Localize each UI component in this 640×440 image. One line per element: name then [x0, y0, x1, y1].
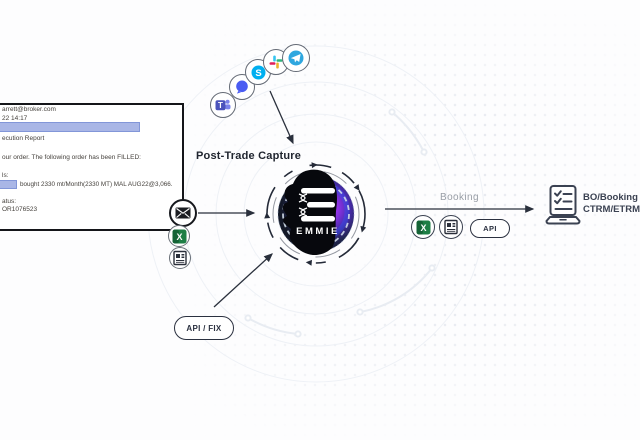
envelope-icon [175, 207, 191, 219]
svg-text:S: S [255, 68, 261, 79]
email-source-node[interactable] [169, 199, 197, 227]
api-fix-label: API / FIX [186, 323, 222, 333]
email-window: arrett@broker.com 22 14:17 ecution Repor… [0, 103, 184, 231]
email-from: arrett@broker.com [2, 106, 56, 113]
chat-bubble-icon [236, 80, 248, 94]
redacted-account-bar [0, 180, 17, 189]
booking-excel-node[interactable]: X [411, 215, 435, 239]
svg-text:X: X [176, 232, 182, 242]
bo-booking-target-label: BO/Booking CTRM/ETRM [583, 192, 640, 215]
telegram-icon [288, 50, 304, 66]
telegram-node[interactable] [282, 44, 310, 72]
circuit-traces [244, 108, 436, 338]
api-fix-pill[interactable]: API / FIX [174, 316, 234, 340]
email-fill-line: bought 2330 mt/Month(2330 MT) MAL AUG22@… [20, 181, 173, 188]
redacted-subject-bar [0, 122, 140, 132]
booking-label: Booking [440, 192, 479, 203]
svg-text:X: X [420, 223, 426, 233]
document-icon [444, 219, 458, 235]
excel-source-node[interactable]: X [168, 225, 190, 247]
teams-icon: T [215, 99, 231, 111]
emmie-wordmark: EMMIE [296, 226, 340, 237]
excel-icon: X [416, 220, 430, 234]
skype-icon: S [251, 65, 265, 79]
email-time: 22 14:17 [2, 115, 28, 122]
email-intro: our order. The following order has been … [2, 154, 141, 161]
svg-text:T: T [218, 101, 223, 110]
email-status-label: atus: [2, 198, 17, 205]
bo-booking-line2: CTRM/ETRM [583, 203, 640, 215]
email-subject: ecution Report [2, 135, 45, 142]
document-icon [173, 250, 187, 266]
arrow-channels-to-emmie [269, 90, 294, 145]
document-source-node[interactable] [169, 247, 191, 269]
teams-node[interactable]: T [210, 92, 236, 118]
bo-booking-line1: BO/Booking [583, 192, 638, 203]
dna-report-glyph [298, 188, 335, 222]
api-pill-label: API [483, 224, 497, 233]
email-order-ref: OR1076523 [2, 206, 38, 213]
slack-icon [269, 55, 283, 69]
emmie-core-logo: EMMIE [264, 162, 367, 266]
booking-document-node[interactable] [439, 215, 463, 239]
arrow-apifix-to-emmie [213, 253, 273, 308]
email-details-label: ls: [2, 172, 9, 179]
laptop-checklist-icon [545, 185, 581, 225]
post-trade-capture-label: Post-Trade Capture [196, 150, 302, 162]
api-pill[interactable]: API [470, 219, 510, 238]
rotation-arrowheads [264, 162, 367, 266]
excel-icon: X [172, 229, 186, 243]
